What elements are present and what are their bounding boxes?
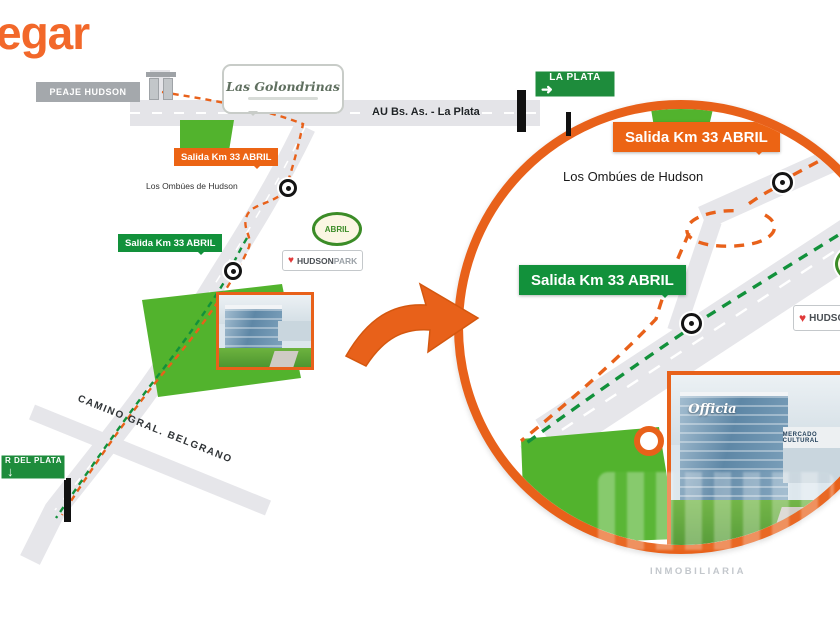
salida-km33-callout-green-large: Salida Km 33 ABRIL	[519, 265, 686, 298]
ombues-label-small: Los Ombúes de Hudson	[146, 181, 238, 191]
road-lane-dashes	[54, 126, 306, 511]
toll-roof	[146, 72, 176, 77]
salida-km33-callout-orange-small: Salida Km 33 ABRIL	[174, 148, 279, 169]
green-route	[55, 237, 249, 519]
ombues-label-large: Los Ombúes de Hudson	[563, 169, 704, 184]
salida-km33-callout-green-small: Salida Km 33 ABRIL	[118, 234, 223, 255]
belgrano-road	[28, 404, 272, 516]
zoom-green-route	[519, 232, 840, 449]
right-arrow-icon: ➜	[541, 81, 553, 97]
photo-glass-building: Officia	[680, 392, 789, 508]
la-plata-sign-pole	[566, 112, 571, 136]
zoom-green-field	[521, 427, 677, 545]
hudson-park-name: HUDSON	[296, 255, 334, 266]
toll-booth-right	[163, 78, 173, 100]
green-field-small	[180, 120, 234, 151]
photo-glass-lines	[680, 396, 789, 508]
photo-glass-building	[224, 305, 282, 354]
exit-marker-dot	[224, 262, 242, 280]
mar-del-plata-sign-partial: R DEL PLATA ↓	[0, 454, 66, 480]
watermark-text: INMOBILIARIA	[650, 566, 746, 577]
exit-marker-dot	[772, 172, 793, 193]
hudson-park-pill: ♥ HUDSON PARK	[282, 250, 364, 271]
la-plata-sign: LA PLATA ➜	[534, 70, 616, 98]
mar-del-plata-sign-pole	[64, 478, 71, 522]
toll-booth-left	[149, 78, 159, 100]
salida-km33-callout-orange-large: Salida Km 33 ABRIL	[613, 122, 780, 155]
zoom-circle-inset: Los Ombúes de Hudson Salida Km 33 ABRIL …	[454, 100, 840, 554]
highway-label: AU Bs. As. - La Plata	[372, 106, 480, 118]
zoom-pointer-arrow	[344, 282, 480, 367]
down-arrow-icon: ↓	[7, 464, 14, 479]
exit-marker-dot	[279, 179, 297, 197]
zoom-lane-dashes	[547, 246, 840, 441]
page-title-fragment: egar	[0, 7, 90, 59]
orange-route-loop	[60, 189, 288, 516]
roundabout-ring	[634, 426, 664, 456]
las-golondrinas-label: Las Golondrinas	[226, 78, 340, 94]
toll-booth-icon	[146, 72, 176, 100]
heart-icon: ♥	[288, 255, 294, 266]
exit-marker-dot	[681, 313, 702, 334]
abril-club-badge: ABRIL	[312, 212, 362, 246]
watermark-logo	[598, 472, 834, 550]
building-script-sign: Officia	[688, 402, 737, 418]
peaje-hudson-sign: PEAJE HUDSON	[36, 82, 140, 102]
las-golondrinas-tagline	[247, 96, 319, 100]
orange-route	[161, 90, 305, 185]
hudson-park-pill-partial: ♥ HUDSON PARK	[793, 305, 840, 331]
property-photo-small	[216, 292, 314, 370]
hudson-park-suffix: PARK	[333, 255, 358, 266]
photo-side-wing	[277, 320, 311, 342]
photo-glass-lines	[224, 309, 282, 354]
las-golondrinas-bubble: Las Golondrinas	[222, 64, 344, 116]
overpass-bar	[517, 90, 526, 132]
mercado-cultural-band: MERCADO CULTURAL	[782, 427, 840, 449]
la-plata-label: LA PLATA	[549, 72, 601, 83]
heart-icon: ♥	[799, 311, 807, 325]
property-photo-large: Officia MERCADO CULTURAL	[667, 371, 840, 545]
hudson-park-name: HUDSON	[809, 312, 840, 324]
zoom-connector-road	[667, 218, 722, 334]
zoom-ramp-road	[698, 143, 840, 229]
mar-del-plata-label: R DEL PLATA	[4, 456, 62, 465]
